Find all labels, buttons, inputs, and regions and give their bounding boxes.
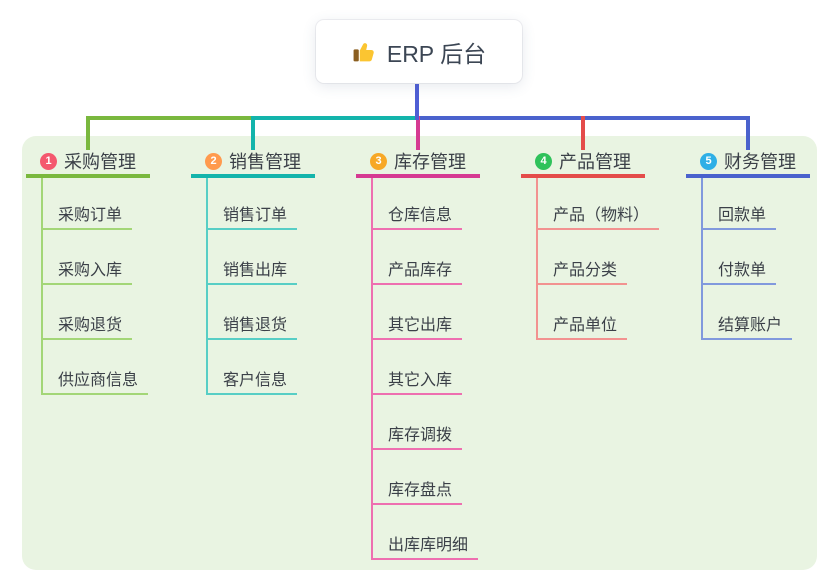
root-stem-line: [415, 83, 419, 120]
branch-label: 财务管理: [724, 152, 796, 172]
connector-rail: [86, 116, 255, 120]
branch-number-badge: 4: [535, 152, 552, 170]
node-product-material[interactable]: 产品（物料）: [536, 204, 660, 230]
branch-child-line: [536, 178, 538, 340]
root-node-label: ERP 后台: [386, 40, 487, 67]
branch-sales-header[interactable]: 2 销售管理: [191, 148, 315, 178]
branch-number-badge: 2: [205, 152, 222, 170]
node-product-stock[interactable]: 产品库存: [371, 259, 463, 285]
node-other-outbound[interactable]: 其它出库: [371, 314, 463, 340]
mindmap-panel: [22, 136, 817, 570]
branch-label: 销售管理: [229, 152, 301, 172]
node-receipt-order[interactable]: 回款单: [701, 204, 777, 230]
node-payment-order[interactable]: 付款单: [701, 259, 777, 285]
branch-child-line: [41, 178, 43, 395]
branch-number-badge: 1: [40, 152, 57, 170]
node-warehouse-info[interactable]: 仓库信息: [371, 204, 463, 230]
root-node[interactable]: ERP 后台: [316, 20, 522, 83]
node-sales-order[interactable]: 销售订单: [206, 204, 298, 230]
branch-label: 库存管理: [394, 152, 466, 172]
node-purchase-return[interactable]: 采购退货: [41, 314, 133, 340]
node-stock-transfer[interactable]: 库存调拨: [371, 424, 463, 450]
branch-finance-header[interactable]: 5 财务管理: [686, 148, 810, 178]
node-purchase-inbound[interactable]: 采购入库: [41, 259, 133, 285]
connector-drop: [86, 116, 90, 150]
node-settlement-account[interactable]: 结算账户: [701, 314, 793, 340]
branch-child-line: [701, 178, 703, 340]
connector-rail: [251, 116, 419, 120]
thumbs-up-icon: [353, 43, 374, 62]
branch-product-header[interactable]: 4 产品管理: [521, 148, 645, 178]
node-other-inbound[interactable]: 其它入库: [371, 369, 463, 395]
branch-purchase-header[interactable]: 1 采购管理: [26, 148, 150, 178]
branch-inventory-header[interactable]: 3 库存管理: [356, 148, 480, 178]
branch-child-line: [206, 178, 208, 395]
node-purchase-order[interactable]: 采购订单: [41, 204, 133, 230]
connector-drop: [416, 116, 420, 150]
node-outbound-detail[interactable]: 出库库明细: [371, 534, 479, 560]
connector-drop: [746, 116, 750, 150]
branch-label: 采购管理: [64, 152, 136, 172]
connector-drop: [581, 116, 585, 150]
node-customer-info[interactable]: 客户信息: [206, 369, 298, 395]
node-stock-check[interactable]: 库存盘点: [371, 479, 463, 505]
connector-drop: [251, 116, 255, 150]
branch-label: 产品管理: [559, 152, 631, 172]
branch-number-badge: 5: [700, 152, 717, 170]
node-sales-outbound[interactable]: 销售出库: [206, 259, 298, 285]
node-product-category[interactable]: 产品分类: [536, 259, 628, 285]
node-sales-return[interactable]: 销售退货: [206, 314, 298, 340]
branch-number-badge: 3: [370, 152, 387, 170]
node-supplier-info[interactable]: 供应商信息: [41, 369, 149, 395]
branch-child-line: [371, 178, 373, 560]
node-product-unit[interactable]: 产品单位: [536, 314, 628, 340]
